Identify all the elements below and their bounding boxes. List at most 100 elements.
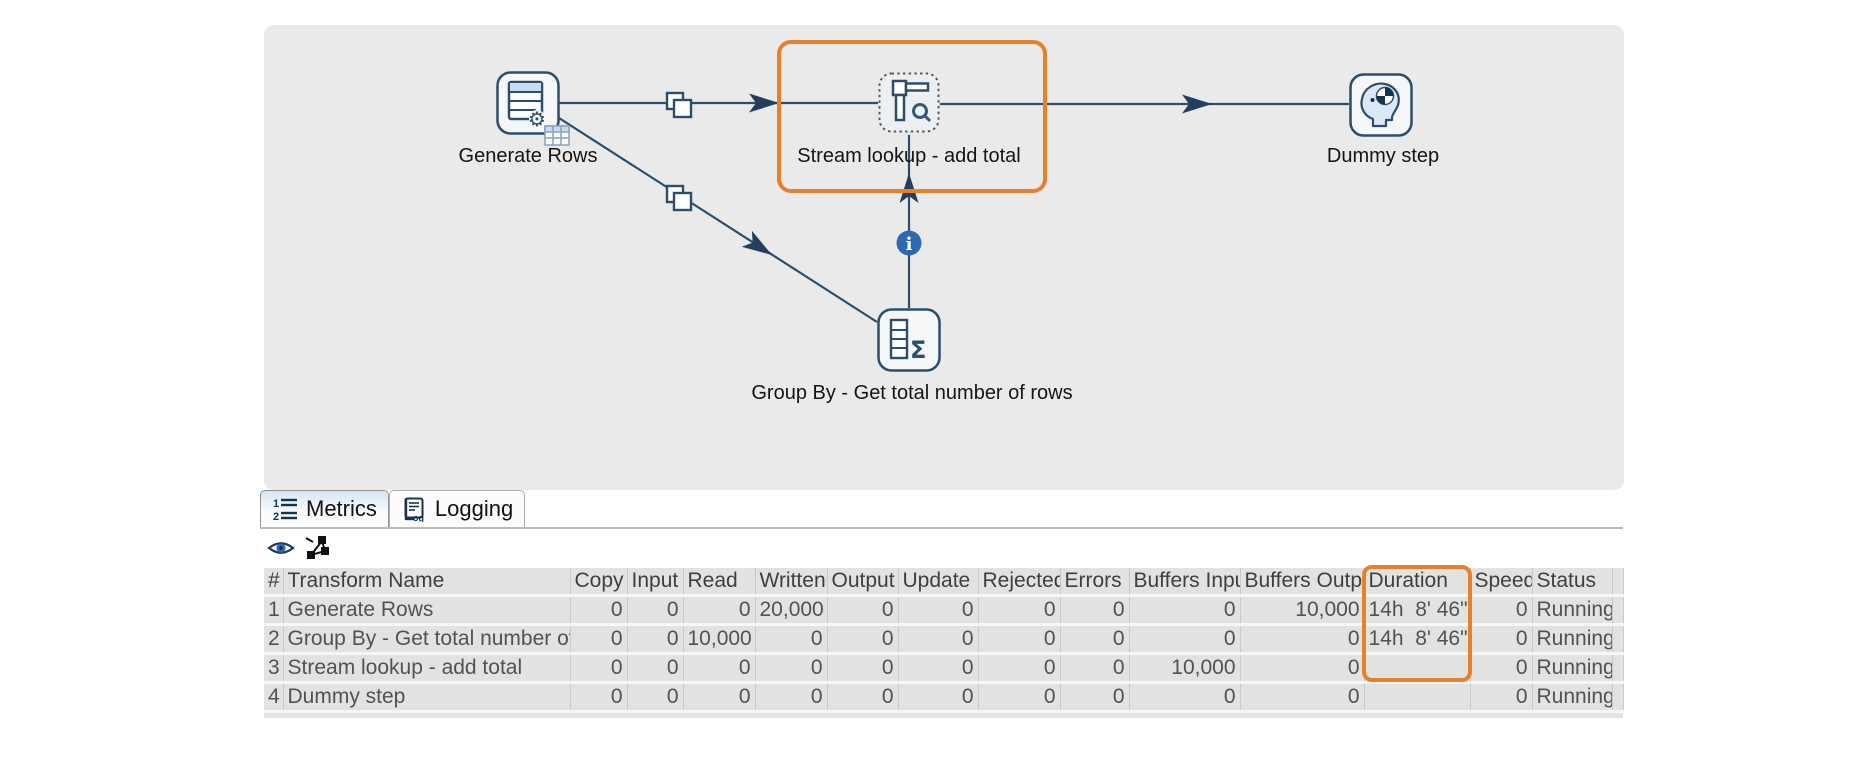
metrics-tab-icon: 1 2 xyxy=(273,498,297,522)
col-header-input[interactable]: Input xyxy=(627,568,684,597)
header-row: # Transform Name Copy Input Read Written… xyxy=(264,568,1624,597)
transform-canvas[interactable]: i ⚙ xyxy=(264,25,1624,490)
col-header-written[interactable]: Written xyxy=(755,568,828,597)
svg-text:2: 2 xyxy=(273,511,279,522)
cell-duration: 14h 8' 46" xyxy=(1364,595,1471,626)
preview-eye-icon xyxy=(267,542,295,554)
cell: 1 xyxy=(264,595,284,626)
filler-cell xyxy=(1612,624,1624,655)
cell: 0 xyxy=(1470,653,1533,684)
cell: 10,000 xyxy=(683,624,756,655)
cell: 0 xyxy=(1129,682,1241,713)
cell-status: Running xyxy=(1532,682,1613,713)
table-row[interactable]: 2 Group By - Get total number of rows 0 … xyxy=(264,624,1624,655)
step-label-stream-lookup: Stream lookup - add total xyxy=(797,145,1021,167)
metrics-toolbar xyxy=(264,530,332,566)
col-header-buffers-output[interactable]: Buffers Output xyxy=(1240,568,1365,597)
svg-text:Σ: Σ xyxy=(910,336,926,364)
show-graph-button[interactable] xyxy=(302,533,332,563)
cell-duration: 14h 8' 46" xyxy=(1364,624,1471,655)
col-header-buffers-input[interactable]: Buffers Input xyxy=(1129,568,1241,597)
cell: 0 xyxy=(683,653,756,684)
cell: 0 xyxy=(898,624,979,655)
col-header-speed[interactable]: Speed xyxy=(1470,568,1533,597)
stream-lookup-icon xyxy=(878,72,940,133)
step-generate-rows[interactable]: ⚙ xyxy=(496,71,570,146)
cell-duration xyxy=(1364,653,1471,684)
col-header-duration[interactable]: Duration xyxy=(1364,568,1471,597)
table-row[interactable]: 3 Stream lookup - add total 0 0 0 0 0 0 … xyxy=(264,653,1624,684)
cell: 0 xyxy=(627,624,684,655)
cell: 0 xyxy=(755,653,828,684)
cell-status: Running xyxy=(1532,653,1613,684)
copy-rows-icon xyxy=(665,91,693,212)
cell: 0 xyxy=(1060,653,1130,684)
cell: 0 xyxy=(898,653,979,684)
cell: 0 xyxy=(978,624,1061,655)
table-row[interactable]: 4 Dummy step 0 0 0 0 0 0 0 0 0 0 0 Runni… xyxy=(264,682,1624,713)
cell: 0 xyxy=(1060,624,1130,655)
cell: 0 xyxy=(570,624,628,655)
cell: 0 xyxy=(827,595,899,626)
cell: 0 xyxy=(1129,624,1241,655)
tab-metrics-label: Metrics xyxy=(306,496,377,521)
cell: 0 xyxy=(1470,624,1533,655)
step-stream-lookup[interactable] xyxy=(878,72,942,136)
cell: 0 xyxy=(827,624,899,655)
cell-status: Running xyxy=(1532,624,1613,655)
col-header-status[interactable]: Status xyxy=(1532,568,1613,597)
metrics-table: # Transform Name Copy Input Read Written… xyxy=(264,568,1624,713)
filler-cell xyxy=(1612,653,1624,684)
col-header-errors[interactable]: Errors xyxy=(1060,568,1130,597)
tab-metrics[interactable]: 1 2 Metrics xyxy=(260,490,389,527)
table-row[interactable]: 1 Generate Rows 0 0 0 20,000 0 0 0 0 0 1… xyxy=(264,595,1624,626)
svg-text:og: og xyxy=(413,513,424,522)
step-label-dummy: Dummy step xyxy=(1326,145,1440,167)
step-group-by[interactable]: Σ xyxy=(877,308,941,372)
cell: 0 xyxy=(827,682,899,713)
col-header-output[interactable]: Output xyxy=(827,568,899,597)
col-header-rejected[interactable]: Rejected xyxy=(978,568,1061,597)
selection-highlight xyxy=(777,40,1047,193)
cell: Generate Rows xyxy=(283,595,571,626)
tab-logging[interactable]: og Logging xyxy=(388,490,526,527)
step-label-generate-rows: Generate Rows xyxy=(458,145,598,167)
cell: 4 xyxy=(264,682,284,713)
cell: 0 xyxy=(683,682,756,713)
cell: 0 xyxy=(755,682,828,713)
cell: 0 xyxy=(1060,682,1130,713)
cell: 0 xyxy=(898,595,979,626)
cell: 2 xyxy=(264,624,284,655)
cell: 0 xyxy=(570,595,628,626)
col-header-copy[interactable]: Copy xyxy=(570,568,628,597)
cell: 0 xyxy=(570,682,628,713)
dummy-step-icon xyxy=(1349,73,1413,137)
info-icon: i xyxy=(896,230,922,256)
cell: 0 xyxy=(1060,595,1130,626)
cell: Dummy step xyxy=(283,682,571,713)
cell: 20,000 xyxy=(755,595,828,626)
tabbar-divider xyxy=(260,527,1623,529)
cell: 0 xyxy=(755,624,828,655)
col-header-number[interactable]: # xyxy=(264,568,284,597)
logging-tab-icon: og xyxy=(404,497,424,522)
cell: 0 xyxy=(1240,653,1365,684)
cell: Stream lookup - add total xyxy=(283,653,571,684)
cell: 0 xyxy=(1240,624,1365,655)
cell: 0 xyxy=(683,595,756,626)
col-header-transform-name[interactable]: Transform Name xyxy=(283,568,571,597)
cell-duration xyxy=(1364,682,1471,713)
cell: 0 xyxy=(978,653,1061,684)
svg-text:1: 1 xyxy=(273,498,279,510)
step-dummy[interactable] xyxy=(1349,73,1413,137)
cell: 0 xyxy=(1470,682,1533,713)
col-header-update[interactable]: Update xyxy=(898,568,979,597)
filler-cell xyxy=(1612,682,1624,713)
cell: 10,000 xyxy=(1129,653,1241,684)
step-label-group-by: Group By - Get total number of rows xyxy=(751,382,1073,404)
cell: 0 xyxy=(827,653,899,684)
filler-cell xyxy=(1612,568,1624,597)
col-header-read[interactable]: Read xyxy=(683,568,756,597)
preview-button[interactable] xyxy=(266,533,296,563)
